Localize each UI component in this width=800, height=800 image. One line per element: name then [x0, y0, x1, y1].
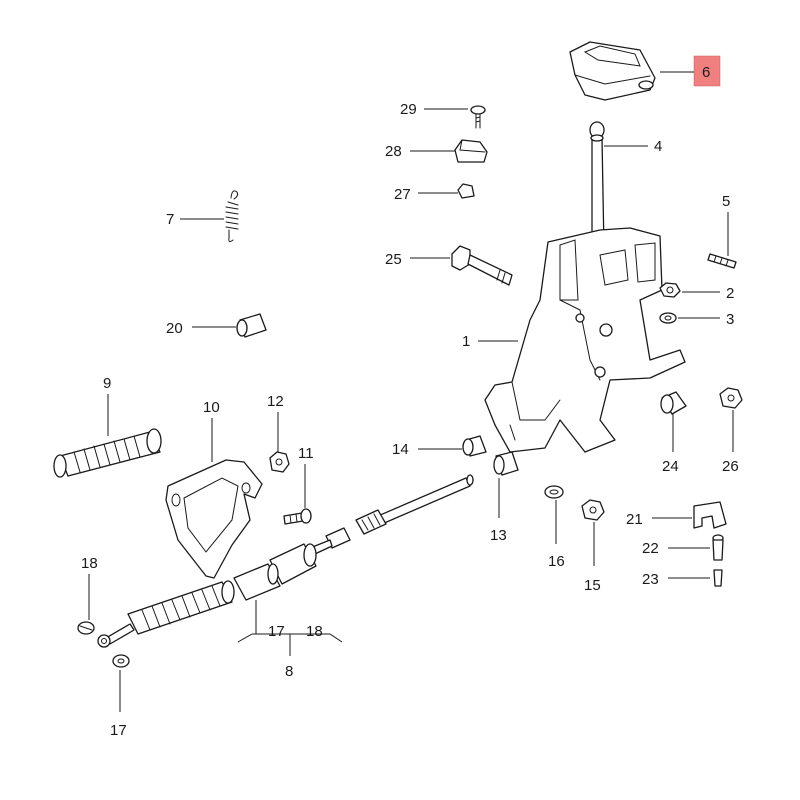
part-28-clip[interactable]	[454, 139, 488, 163]
callout-2: 2	[726, 285, 734, 302]
part-3-washer[interactable]	[659, 312, 677, 324]
callout-25: 25	[385, 251, 402, 268]
part-25-bolt[interactable]	[451, 245, 513, 286]
callout-13: 13	[490, 527, 507, 544]
callout-18-top: 18	[306, 623, 323, 640]
part-9-boot[interactable]	[53, 428, 162, 478]
callout-7: 7	[166, 211, 174, 228]
part-17-washer[interactable]	[112, 654, 130, 668]
callout-6: 6	[702, 64, 710, 81]
part-12-nut[interactable]	[269, 451, 290, 473]
callout-10: 10	[203, 399, 220, 416]
part-15-nut[interactable]	[581, 499, 605, 521]
highlight-box-6	[693, 55, 721, 87]
callout-12: 12	[267, 393, 284, 410]
part-20-bushing[interactable]	[236, 313, 267, 338]
part-6-cap[interactable]	[569, 41, 656, 101]
part-26-nut[interactable]	[719, 387, 743, 409]
callout-5: 5	[722, 193, 730, 210]
callout-24: 24	[662, 458, 679, 475]
callout-3: 3	[726, 311, 734, 328]
callout-17-bottom: 17	[110, 722, 127, 739]
callout-28: 28	[385, 143, 402, 160]
bracket-8	[237, 633, 343, 656]
part-24-bushing[interactable]	[660, 391, 687, 415]
callout-11: 11	[298, 445, 314, 462]
callout-27: 27	[394, 186, 411, 203]
part-23-cotter-pin[interactable]	[713, 569, 723, 587]
callout-26: 26	[722, 458, 739, 475]
callout-17-top: 17	[268, 623, 285, 640]
part-14-bushing[interactable]	[462, 435, 487, 457]
part-29-screw[interactable]	[470, 105, 486, 129]
part-18-clip[interactable]	[77, 621, 95, 635]
callout-8: 8	[285, 663, 293, 680]
callout-29: 29	[400, 101, 417, 118]
callout-21: 21	[626, 511, 643, 528]
part-10-plate[interactable]	[165, 459, 263, 579]
part-8-cable-assembly[interactable]	[97, 474, 474, 648]
part-22-pin[interactable]	[712, 534, 724, 561]
part-11-screw[interactable]	[283, 508, 312, 525]
callout-16: 16	[548, 553, 565, 570]
part-7-spring[interactable]	[225, 190, 239, 243]
callout-9: 9	[103, 375, 111, 392]
part-13-sleeve[interactable]	[493, 451, 519, 476]
part-1-bracket[interactable]	[484, 227, 686, 453]
part-21-clevis[interactable]	[693, 501, 727, 529]
callout-20: 20	[166, 320, 183, 337]
part-5-stud[interactable]	[707, 253, 737, 269]
callout-4: 4	[654, 138, 662, 155]
callout-1: 1	[462, 333, 470, 350]
callout-23: 23	[642, 571, 659, 588]
callout-22: 22	[642, 540, 659, 557]
callout-14: 14	[392, 441, 409, 458]
part-16-spring-washer[interactable]	[544, 485, 564, 499]
callout-18-left: 18	[81, 555, 98, 572]
callout-15: 15	[584, 577, 601, 594]
part-27-clip[interactable]	[457, 183, 475, 199]
part-2-nut[interactable]	[659, 282, 681, 298]
